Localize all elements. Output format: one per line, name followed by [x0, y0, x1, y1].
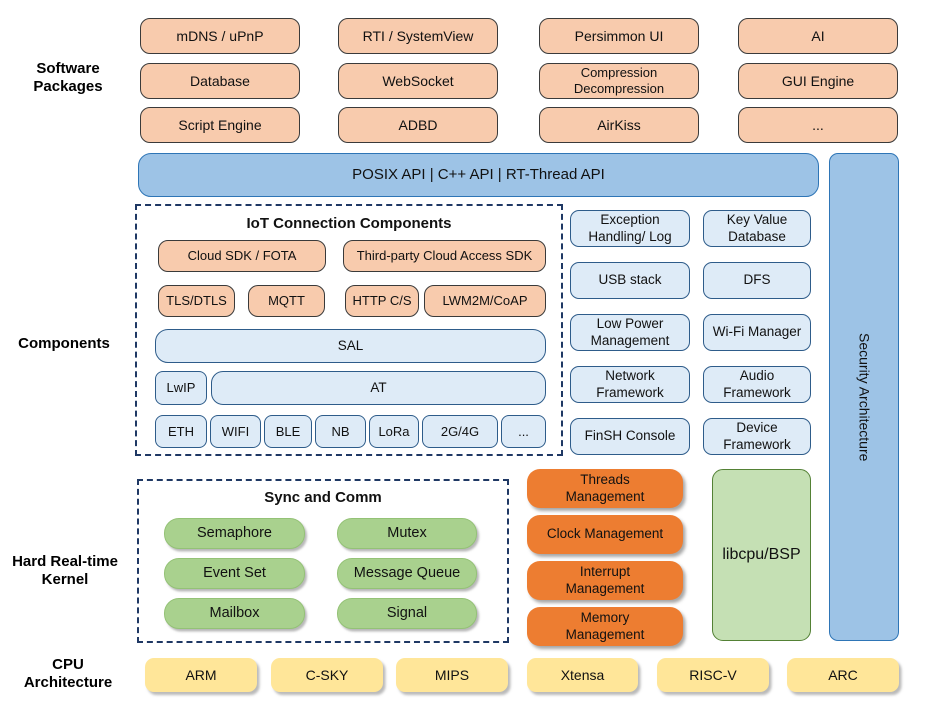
iot-link-2g4g: 2G/4G	[422, 415, 498, 448]
kernel-memory-management: Memory Management	[527, 607, 683, 646]
section-label-cpu: CPU Architecture	[23, 656, 113, 691]
kernel-clock-management: Clock Management	[527, 515, 683, 554]
iot-tls-dtls: TLS/DTLS	[158, 285, 235, 317]
pkg-database: Database	[140, 63, 300, 99]
comp-usb-stack: USB stack	[570, 262, 690, 299]
sync-and-comm-box: Sync and Comm	[137, 479, 509, 643]
comp-audio-framework: Audio Framework	[703, 366, 811, 403]
pkg-gui-engine: GUI Engine	[738, 63, 898, 99]
cpu-xtensa: Xtensa	[527, 658, 638, 692]
kernel-mailbox: Mailbox	[164, 598, 305, 629]
comp-low-power: Low Power Management	[570, 314, 690, 351]
iot-cloud-sdk-fota: Cloud SDK / FOTA	[158, 240, 326, 272]
cpu-mips: MIPS	[396, 658, 508, 692]
section-label-kernel: Hard Real-time Kernel	[12, 553, 118, 588]
iot-link-lora: LoRa	[369, 415, 419, 448]
pkg-adbd: ADBD	[338, 107, 498, 143]
pkg-persimmon-ui: Persimmon UI	[539, 18, 699, 54]
iot-lwm2m-coap: LWM2M/CoAP	[424, 285, 546, 317]
iot-box-title: IoT Connection Components	[246, 215, 452, 232]
section-label-software-packages: Software Packages	[33, 60, 103, 95]
comp-wifi-manager: Wi-Fi Manager	[703, 314, 811, 351]
pkg-mdns-upnp: mDNS / uPnP	[140, 18, 300, 54]
kernel-signal: Signal	[337, 598, 477, 629]
iot-lwip: LwIP	[155, 371, 207, 405]
iot-link-more: ...	[501, 415, 546, 448]
kernel-mutex: Mutex	[337, 518, 477, 549]
iot-link-ble: BLE	[264, 415, 312, 448]
sync-and-comm-title: Sync and Comm	[264, 489, 382, 506]
libcpu-bsp-box: libcpu/BSP	[712, 469, 811, 641]
pkg-ai: AI	[738, 18, 898, 54]
kernel-message-queue: Message Queue	[337, 558, 477, 589]
kernel-event-set: Event Set	[164, 558, 305, 589]
pkg-rti-systemview: RTI / SystemView	[338, 18, 498, 54]
pkg-more: ...	[738, 107, 898, 143]
kernel-interrupt-management: Interrupt Management	[527, 561, 683, 600]
comp-network-framework: Network Framework	[570, 366, 690, 403]
cpu-risc-v: RISC-V	[657, 658, 769, 692]
cpu-arc: ARC	[787, 658, 899, 692]
pkg-script-engine: Script Engine	[140, 107, 300, 143]
kernel-semaphore: Semaphore	[164, 518, 305, 549]
iot-http-cs: HTTP C/S	[345, 285, 419, 317]
iot-thirdparty-cloud-sdk: Third-party Cloud Access SDK	[343, 240, 546, 272]
iot-sal: SAL	[155, 329, 546, 363]
pkg-airkiss: AirKiss	[539, 107, 699, 143]
pkg-websocket: WebSocket	[338, 63, 498, 99]
iot-at: AT	[211, 371, 546, 405]
iot-link-nb: NB	[315, 415, 366, 448]
iot-link-wifi: WIFI	[210, 415, 261, 448]
api-bar: POSIX API | C++ API | RT-Thread API	[138, 153, 819, 197]
section-label-components: Components	[18, 335, 110, 352]
iot-mqtt: MQTT	[248, 285, 325, 317]
comp-key-value-db: Key Value Database	[703, 210, 811, 247]
security-architecture-bar: Security Architecture	[829, 153, 899, 641]
comp-dfs: DFS	[703, 262, 811, 299]
security-architecture-label: Security Architecture	[856, 332, 873, 462]
iot-connection-components-box: IoT Connection Components	[135, 204, 563, 456]
comp-device-framework: Device Framework	[703, 418, 811, 455]
cpu-arm: ARM	[145, 658, 257, 692]
cpu-c-sky: C-SKY	[271, 658, 383, 692]
comp-finsh-console: FinSH Console	[570, 418, 690, 455]
iot-link-eth: ETH	[155, 415, 207, 448]
pkg-compression: Compression Decompression	[539, 63, 699, 99]
kernel-threads-management: Threads Management	[527, 469, 683, 508]
comp-exception-log: Exception Handling/ Log	[570, 210, 690, 247]
